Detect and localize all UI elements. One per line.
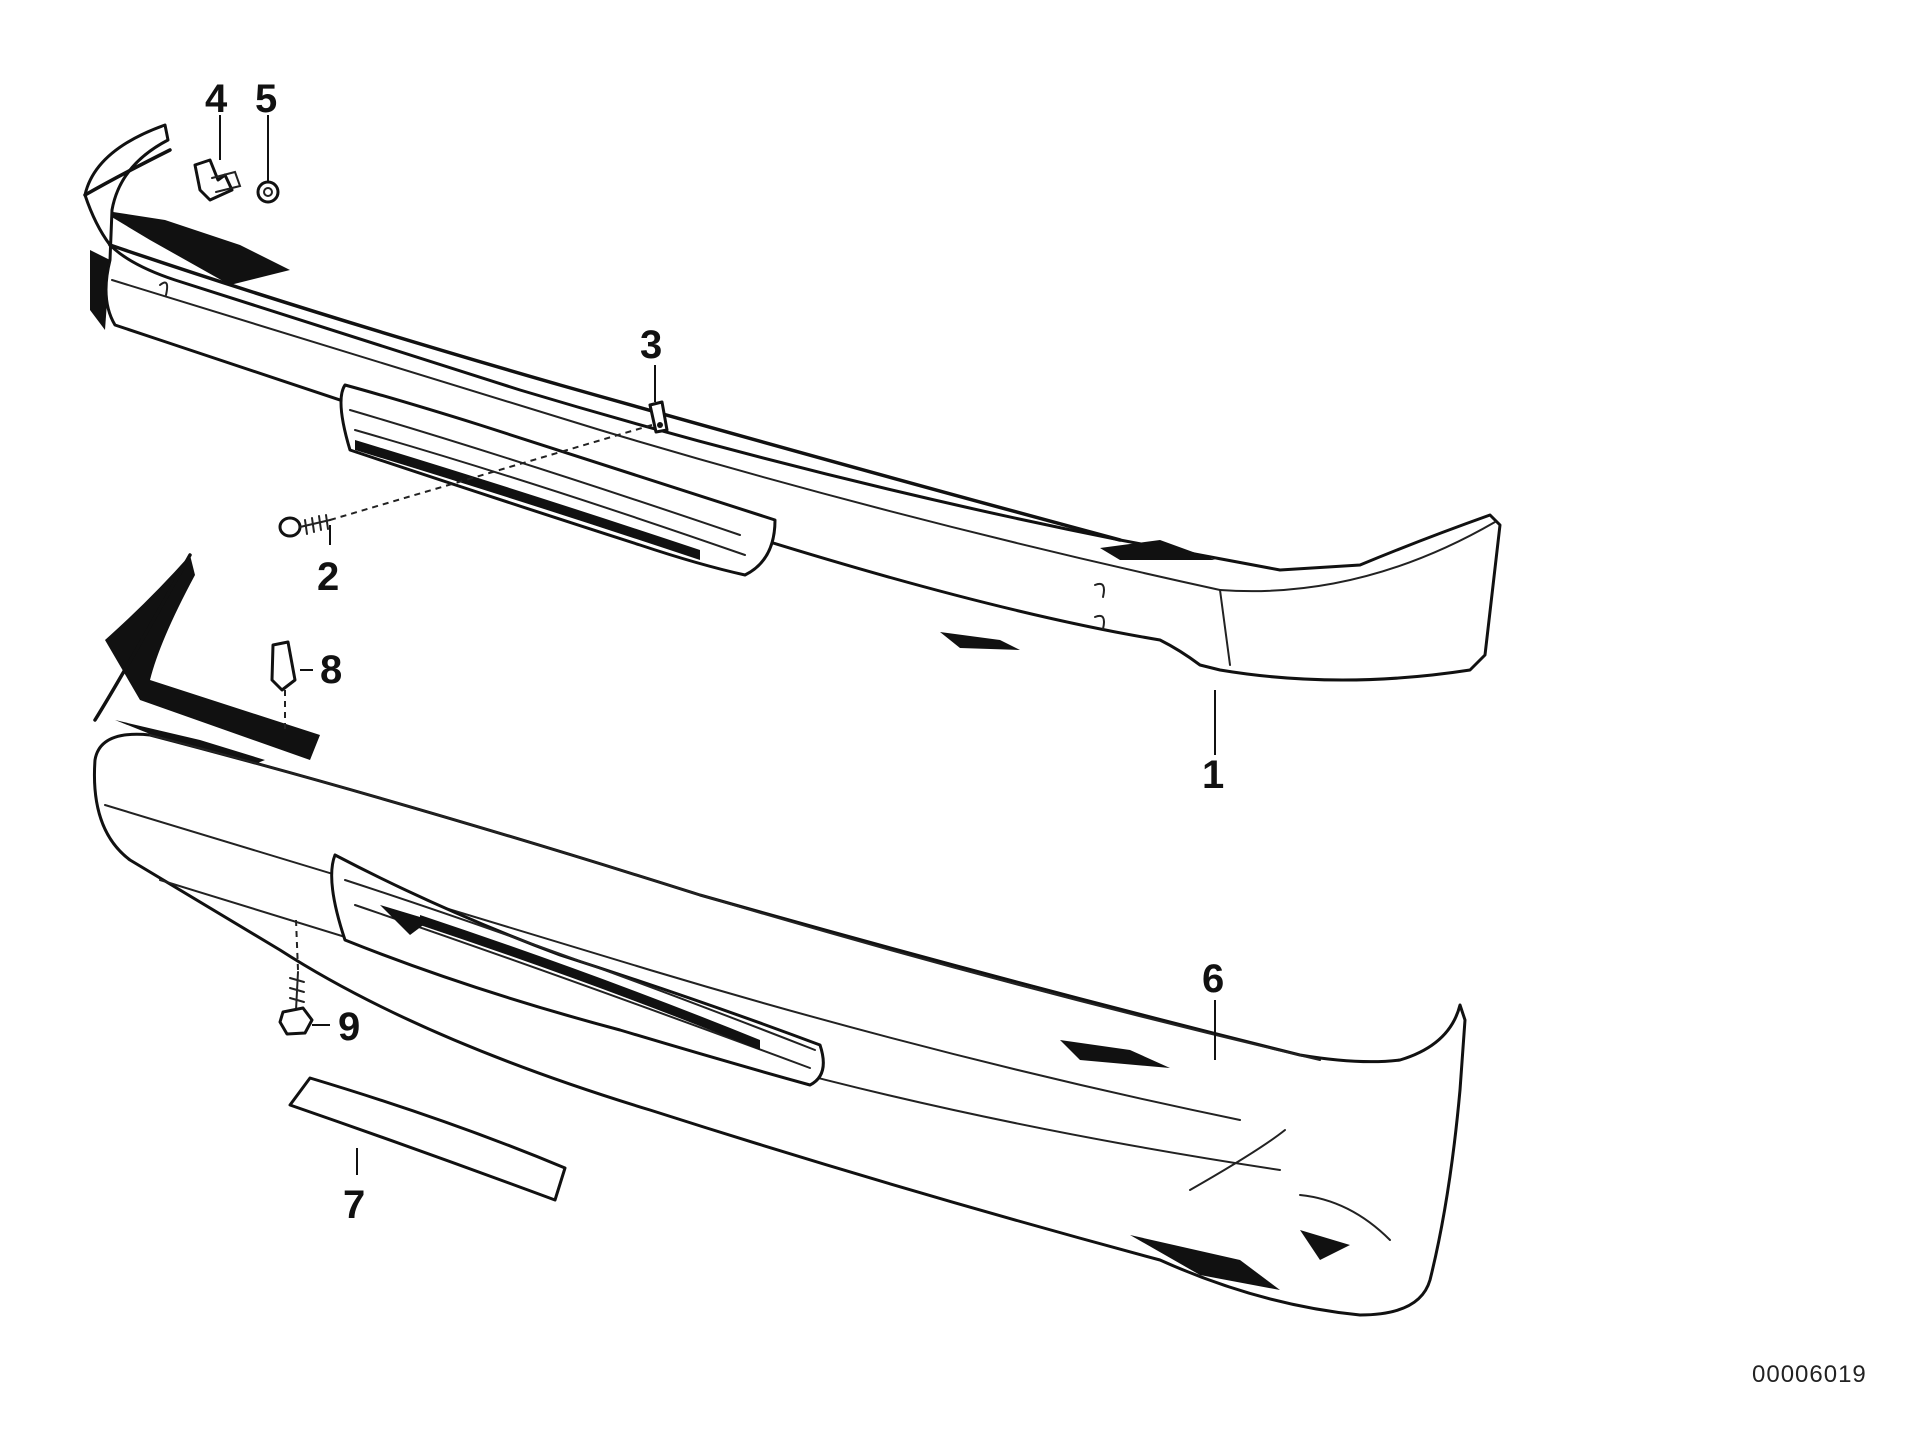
- callout-3: 3: [640, 323, 662, 367]
- diagram-id: 00006019: [1752, 1361, 1867, 1388]
- callout-5: 5: [255, 77, 277, 121]
- callout-2: 2: [317, 555, 339, 599]
- callout-4: 4: [205, 77, 228, 121]
- callout-9: 9: [338, 1005, 360, 1049]
- clip-part-4: [193, 158, 242, 202]
- trim-strip-part-7: [288, 1076, 567, 1202]
- flange-screw-part-9: [278, 971, 314, 1036]
- screw-part-2: [278, 514, 331, 538]
- leader-lines: [219, 115, 1216, 1175]
- rivet-part-8: [270, 640, 297, 692]
- bumper-bar-part-1: [83, 123, 1502, 682]
- callout-labels: 4 5 3 2 8 1 6 9 7: [205, 77, 1224, 1227]
- callout-6: 6: [1202, 957, 1224, 1001]
- front-spoiler-part-6: [92, 553, 1467, 1317]
- speed-nut-part-3: [648, 400, 669, 434]
- callout-1: 1: [1202, 753, 1224, 797]
- nut-part-5: [256, 180, 280, 204]
- callout-8: 8: [320, 648, 342, 692]
- callout-7: 7: [343, 1183, 365, 1227]
